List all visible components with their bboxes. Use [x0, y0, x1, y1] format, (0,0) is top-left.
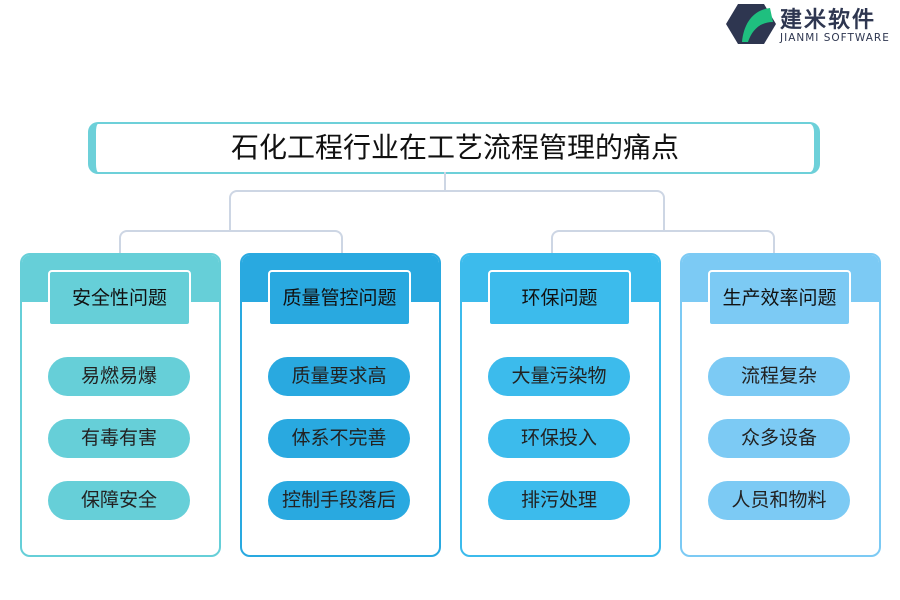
pain-point-item: 众多设备 [708, 419, 850, 458]
pain-point-item: 流程复杂 [708, 357, 850, 396]
pain-point-item: 体系不完善 [268, 419, 410, 458]
pain-point-item: 环保投入 [488, 419, 630, 458]
logo-mark-icon [726, 4, 776, 44]
pain-point-item: 易燃易爆 [48, 357, 190, 396]
category-title: 生产效率问题 [708, 270, 851, 326]
connector [229, 190, 665, 232]
pain-point-item: 人员和物料 [708, 481, 850, 520]
connector [444, 172, 446, 190]
diagram-title: 石化工程行业在工艺流程管理的痛点 [88, 122, 820, 174]
connector [119, 230, 343, 256]
logo-name-en: JIANMI SOFTWARE [780, 32, 890, 44]
logo-name-cn: 建米软件 [780, 8, 877, 33]
category-title: 安全性问题 [48, 270, 191, 326]
category-title: 环保问题 [488, 270, 631, 326]
pain-point-item: 控制手段落后 [268, 481, 410, 520]
connector [551, 230, 775, 256]
pain-point-item: 排污处理 [488, 481, 630, 520]
pain-point-item: 质量要求高 [268, 357, 410, 396]
brand-logo: 建米软件 JIANMI SOFTWARE [726, 2, 898, 46]
pain-point-item: 有毒有害 [48, 419, 190, 458]
pain-point-item: 大量污染物 [488, 357, 630, 396]
pain-point-item: 保障安全 [48, 481, 190, 520]
category-title: 质量管控问题 [268, 270, 411, 326]
